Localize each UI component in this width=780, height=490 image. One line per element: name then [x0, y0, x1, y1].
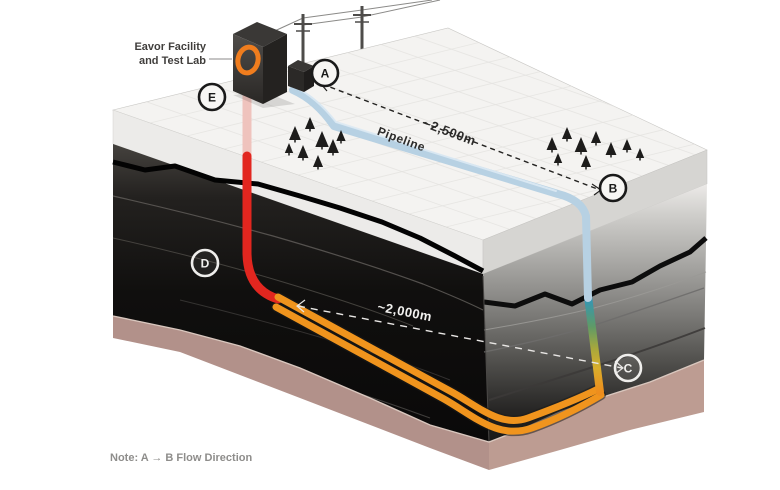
marker-a: A: [310, 58, 340, 88]
surface-pipeline: [289, 86, 592, 302]
rock-face-right: [483, 184, 707, 442]
surface-grid-line: [347, 52, 707, 184]
tree-icon: [580, 155, 592, 167]
lateral-upper: [274, 293, 602, 424]
marker-b-label: B: [609, 182, 618, 196]
tree-icon: [284, 143, 294, 153]
marker-c-label: C: [624, 362, 633, 376]
lateral-lower: [272, 303, 605, 435]
base-layer-right: [489, 360, 704, 470]
power-lines: [267, 0, 441, 94]
flow-direction-note: Note: A → B Flow Direction: [110, 452, 252, 464]
surface-grid-line: [414, 35, 707, 167]
tree-icon: [336, 130, 346, 141]
facility-annex: [288, 60, 314, 92]
tree-icon: [635, 148, 645, 158]
depth-measure-line: [296, 299, 624, 375]
marker-b: B: [598, 173, 628, 203]
surface-grid-line: [371, 118, 707, 202]
surface-grid-line: [380, 43, 707, 175]
surface-grid-line: [313, 60, 685, 192]
well-leg-return-gradient: [584, 292, 604, 396]
surface-grid-line: [408, 131, 707, 215]
facility-building: [233, 22, 314, 108]
base-layer-left: [113, 316, 489, 470]
tree-icon: [304, 117, 316, 129]
marker-d: D: [190, 248, 220, 278]
facility-callout: Eavor Facility and Test Lab: [134, 41, 232, 67]
facility-top: [233, 22, 287, 47]
marker-e-label: E: [208, 91, 216, 105]
marker-d-label: D: [201, 257, 210, 271]
surface-grid-line: [280, 68, 651, 200]
tree-icon: [553, 153, 563, 163]
tree-icon: [546, 137, 558, 150]
marker-a-label: A: [321, 67, 330, 81]
trees: [284, 117, 645, 170]
tree-icon: [561, 127, 573, 139]
rock-layers-right: [483, 236, 708, 401]
surface-grid-line: [334, 105, 671, 189]
marker-c: C: [613, 353, 643, 383]
tree-icon: [289, 126, 301, 140]
tree-icon: [315, 131, 329, 147]
facility-side: [263, 34, 287, 104]
tree-icon: [297, 145, 309, 158]
eavor-logo-icon: [235, 44, 261, 76]
tree-icon: [622, 139, 632, 150]
tree-icon: [574, 137, 588, 152]
tree-icon: [605, 142, 617, 155]
tree-icon: [312, 155, 324, 167]
facility-label-line2: and Test Lab: [139, 55, 206, 67]
tree-icon: [327, 139, 339, 153]
marker-e: E: [197, 82, 227, 112]
facility-label-line1: Eavor Facility: [134, 41, 206, 53]
well-leg-hot: [242, 151, 283, 304]
tree-icon: [590, 131, 602, 143]
